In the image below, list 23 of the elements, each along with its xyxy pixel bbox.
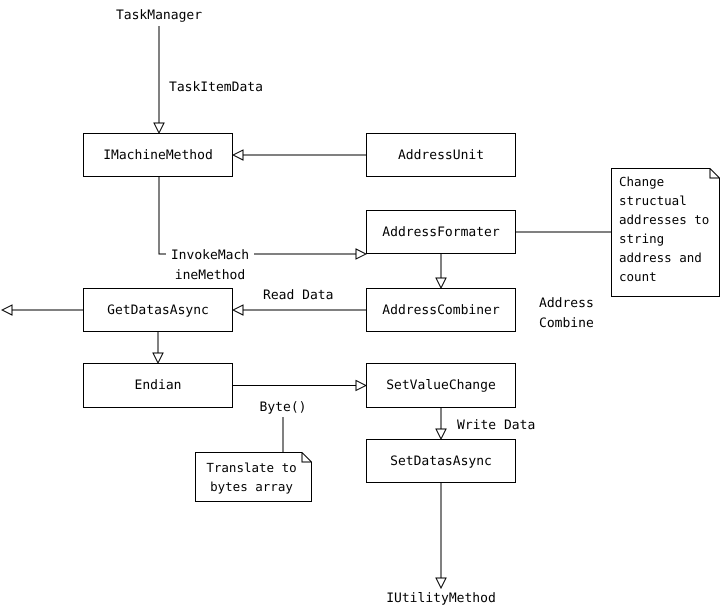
arrow xyxy=(154,26,164,134)
process-box: SetDatasAsync xyxy=(366,439,516,483)
arrow xyxy=(436,482,446,588)
process-box: GetDatasAsync xyxy=(83,288,233,332)
arrow xyxy=(232,150,366,160)
arrow xyxy=(232,304,366,316)
arrow xyxy=(152,332,164,364)
process-box: IMachineMethod xyxy=(83,133,233,177)
process-box: AddressFormater xyxy=(366,210,516,254)
node-text: Byte() xyxy=(254,397,312,417)
arrow xyxy=(436,408,446,440)
arrow xyxy=(2,304,84,316)
process-box: AddressCombiner xyxy=(366,288,516,332)
node-text: IUtilityMethod xyxy=(382,588,500,608)
process-box: Endian xyxy=(83,363,233,408)
arrow xyxy=(232,380,366,391)
note: Change structual addresses to string address and count xyxy=(611,168,720,297)
note: Translate to bytes array xyxy=(195,452,312,502)
process-box: AddressUnit xyxy=(366,133,516,177)
arrow xyxy=(436,254,446,288)
node-text: TaskManager xyxy=(115,4,203,26)
process-box: SetValueChange xyxy=(366,363,516,408)
leader-line xyxy=(282,416,284,452)
